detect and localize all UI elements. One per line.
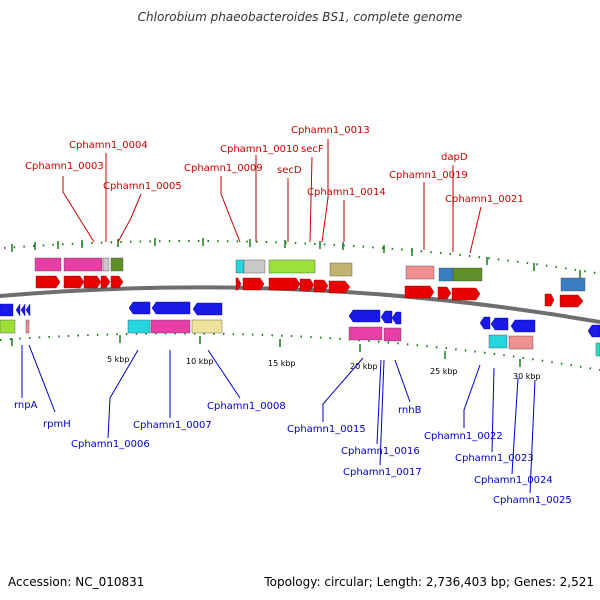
reverse-leader-lines bbox=[21, 344, 536, 494]
forward-gene-arrows bbox=[35, 275, 584, 308]
gene-label-cphamn1-0017[interactable]: Cphamn1_0017 bbox=[343, 467, 422, 478]
gene-label-cphamn1-0013[interactable]: Cphamn1_0013 bbox=[291, 125, 370, 136]
gene-label-cphamn1-0021[interactable]: Cphamn1_0021 bbox=[445, 194, 524, 205]
scale-label-20kbp: 20 kbp bbox=[350, 362, 378, 371]
lower-major-ticks bbox=[11, 335, 521, 367]
gene-label-cphamn1-0009[interactable]: Cphamn1_0009 bbox=[184, 163, 263, 174]
map-title: Chlorobium phaeobacteroides BS1, complet… bbox=[137, 10, 463, 24]
scale-label-10kbp: 10 kbp bbox=[186, 357, 214, 366]
gene-label-cphamn1-0015[interactable]: Cphamn1_0015 bbox=[287, 424, 366, 435]
gene-label-secF[interactable]: secF bbox=[301, 144, 324, 155]
forward-leader-lines bbox=[62, 139, 482, 254]
forward-label-group: Cphamn1_0003 Cphamn1_0004 Cphamn1_0005 C… bbox=[25, 125, 524, 205]
gene-label-cphamn1-0023[interactable]: Cphamn1_0023 bbox=[455, 453, 534, 464]
gene-label-cphamn1-0019[interactable]: Cphamn1_0019 bbox=[389, 170, 468, 181]
accession-text: Accession: NC_010831 bbox=[8, 575, 145, 589]
gene-label-cphamn1-0005[interactable]: Cphamn1_0005 bbox=[103, 181, 182, 192]
reverse-gene-arrows bbox=[0, 301, 600, 338]
scale-labels: 5 kbp 10 kbp 15 kbp 20 kbp 25 kbp 30 kbp bbox=[107, 355, 541, 381]
gene-label-cphamn1-0025[interactable]: Cphamn1_0025 bbox=[493, 495, 572, 506]
scale-label-30kbp: 30 kbp bbox=[513, 372, 541, 381]
gene-label-cphamn1-0016[interactable]: Cphamn1_0016 bbox=[341, 446, 420, 457]
reverse-feature-blocks bbox=[0, 319, 600, 357]
scale-label-25kbp: 25 kbp bbox=[430, 367, 458, 376]
gene-label-rnhB[interactable]: rnhB bbox=[398, 405, 422, 416]
topology-summary: Topology: circular; Length: 2,736,403 bp… bbox=[264, 575, 594, 589]
gene-label-cphamn1-0006[interactable]: Cphamn1_0006 bbox=[71, 439, 150, 450]
gene-label-cphamn1-0004[interactable]: Cphamn1_0004 bbox=[69, 140, 148, 151]
reverse-label-group: rnpA rpmH Cphamn1_0006 Cphamn1_0007 Cpha… bbox=[14, 400, 572, 506]
gene-label-cphamn1-0008[interactable]: Cphamn1_0008 bbox=[207, 401, 286, 412]
genome-backbone bbox=[0, 285, 600, 324]
gene-label-cphamn1-0024[interactable]: Cphamn1_0024 bbox=[474, 475, 553, 486]
gene-label-cphamn1-0014[interactable]: Cphamn1_0014 bbox=[307, 187, 386, 198]
gene-label-cphamn1-0022[interactable]: Cphamn1_0022 bbox=[424, 431, 503, 442]
gene-label-rpmH[interactable]: rpmH bbox=[43, 419, 71, 430]
gene-label-secD[interactable]: secD bbox=[277, 165, 302, 176]
gene-label-rnpA[interactable]: rnpA bbox=[14, 400, 38, 411]
upper-major-ticks bbox=[11, 238, 581, 278]
gene-label-cphamn1-0003[interactable]: Cphamn1_0003 bbox=[25, 161, 104, 172]
scale-label-15kbp: 15 kbp bbox=[268, 359, 296, 368]
gene-label-cphamn1-0007[interactable]: Cphamn1_0007 bbox=[133, 420, 212, 431]
forward-feature-blocks bbox=[34, 257, 586, 292]
gene-label-dapD[interactable]: dapD bbox=[441, 152, 468, 163]
scale-label-5kbp: 5 kbp bbox=[107, 355, 129, 364]
gene-label-cphamn1-0010[interactable]: Cphamn1_0010 bbox=[220, 144, 299, 155]
